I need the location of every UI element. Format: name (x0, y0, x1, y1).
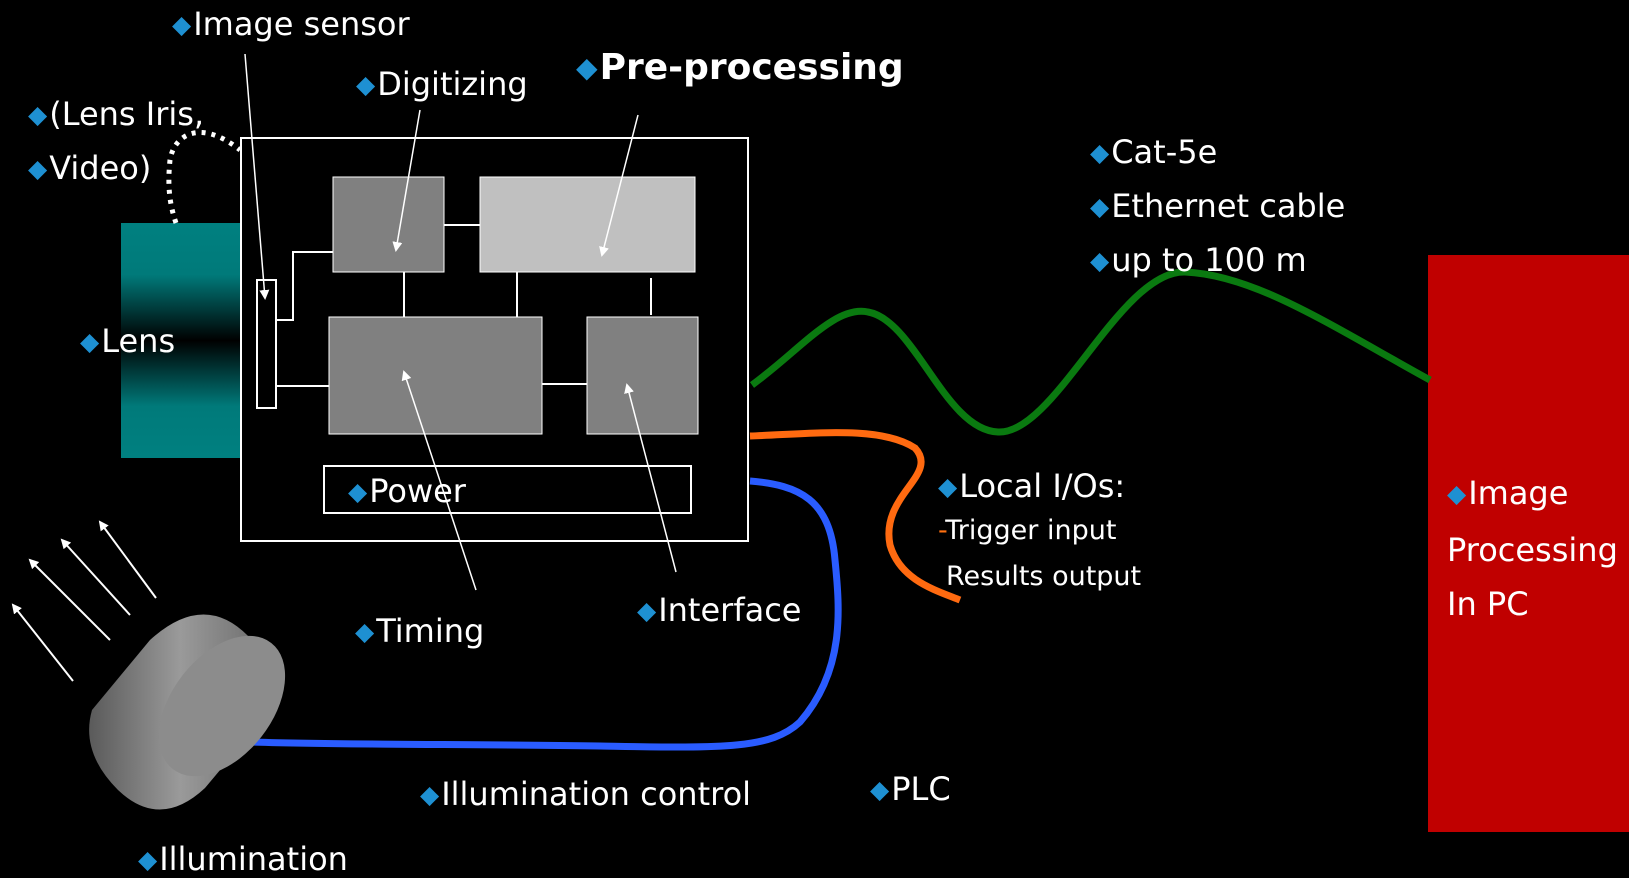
pc-box (1428, 255, 1629, 832)
bullet-icon: ◆ (28, 154, 48, 183)
distance-label: ◆up to 100 m (1090, 241, 1307, 279)
timing-block (328, 316, 543, 435)
bullet-icon: ◆ (356, 70, 376, 99)
bullet-icon: ◆ (870, 775, 890, 804)
lens-block (121, 223, 242, 458)
bullet-icon: ◆ (1090, 138, 1110, 167)
io-cable (749, 429, 962, 604)
illumination-cable (249, 477, 842, 751)
bullet-icon: ◆ (576, 51, 598, 84)
camera-housing (240, 137, 749, 542)
digitizing-label: ◆Digitizing (356, 65, 528, 103)
pc-label: ◆Image Processing In PC (1447, 474, 1618, 623)
bullet-icon: ◆ (172, 10, 192, 39)
pre-processing-block (479, 176, 696, 273)
interface-label: ◆Interface (637, 591, 802, 629)
image-sensor-label: ◆Image sensor (172, 5, 410, 43)
bullet-icon: ◆ (138, 845, 158, 874)
video-label: ◆Video) (28, 149, 152, 187)
bullet-icon: ◆ (28, 100, 48, 129)
trigger-input-label: -Trigger input (938, 515, 1117, 546)
ethernet-cable (749, 268, 1432, 436)
results-output-label: Results output (946, 561, 1142, 592)
iris-video-cable (166, 130, 242, 224)
timing-label: ◆Timing (355, 612, 485, 650)
illumination-label: ◆Illumination (138, 840, 348, 878)
pointer-lines (244, 53, 677, 591)
bullet-icon: ◆ (420, 780, 440, 809)
light-rays (11, 520, 157, 682)
internal-connections (277, 224, 652, 387)
illumination-control-label: ◆Illumination control (420, 775, 752, 813)
local-ios-label: ◆Local I/Os: (938, 467, 1126, 505)
image-sensor-block (256, 279, 277, 409)
bullet-icon: ◆ (80, 327, 100, 356)
bullet-icon: ◆ (348, 477, 368, 506)
dash-icon: - (938, 515, 946, 546)
bullet-icon: ◆ (1447, 479, 1467, 508)
bullet-icon: ◆ (938, 472, 958, 501)
bullet-icon: ◆ (1090, 246, 1110, 275)
illumination-device (89, 614, 286, 810)
ethernet-cable-label: ◆Ethernet cable (1090, 187, 1346, 225)
lens-label: ◆Lens (80, 322, 176, 360)
bullet-icon: ◆ (637, 596, 657, 625)
bullet-icon: ◆ (1090, 192, 1110, 221)
interface-block (586, 316, 699, 435)
pre-processing-label: ◆Pre-processing (576, 47, 904, 88)
cat5e-label: ◆Cat-5e (1090, 133, 1218, 171)
digitizing-block (332, 176, 445, 273)
bullet-icon: ◆ (355, 617, 375, 646)
lens-iris-label: ◆(Lens Iris, (28, 95, 205, 133)
plc-label: ◆PLC (870, 770, 951, 808)
power-label: ◆Power (348, 472, 466, 510)
power-block (323, 465, 692, 514)
